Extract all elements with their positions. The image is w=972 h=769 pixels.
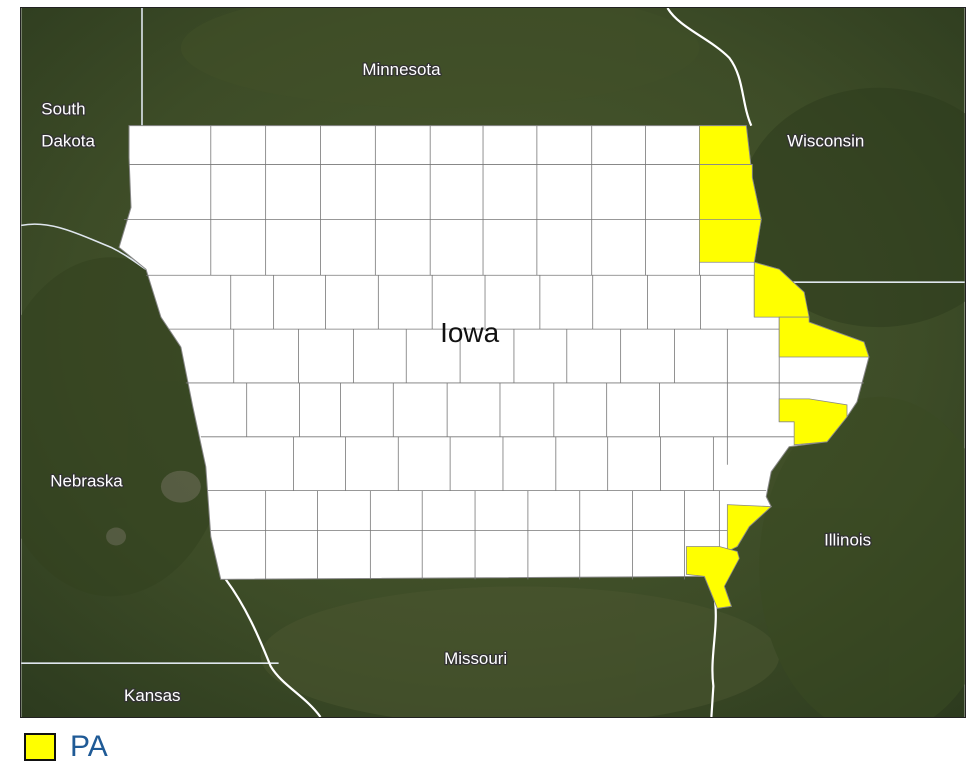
pa-counties — [686, 125, 870, 609]
pa-county — [778, 316, 870, 358]
pa-county — [726, 504, 773, 553]
label-illinois: Illinois — [824, 530, 871, 549]
legend-swatch — [24, 733, 56, 761]
label-kansas: Kansas — [124, 686, 181, 705]
pa-county — [699, 164, 762, 220]
pa-county — [778, 398, 848, 446]
pa-county — [686, 546, 740, 609]
label-south-dakota-line1: South — [41, 100, 85, 119]
satellite-map: Minnesota South Dakota Wisconsin Nebrask… — [20, 7, 966, 718]
legend-label: PA — [70, 730, 108, 763]
terrain-patches — [21, 8, 965, 717]
label-south-dakota-line2: Dakota — [41, 132, 95, 151]
label-iowa: Iowa — [440, 317, 499, 348]
label-missouri: Missouri — [444, 649, 507, 668]
pa-county — [699, 219, 762, 263]
iowa-counties — [118, 125, 870, 609]
label-wisconsin: Wisconsin — [787, 132, 864, 151]
rivers — [224, 8, 753, 717]
neighbor-labels: Minnesota South Dakota Wisconsin Nebrask… — [40, 59, 872, 707]
legend: PA — [24, 730, 108, 764]
label-nebraska: Nebraska — [50, 472, 123, 491]
label-minnesota: Minnesota — [362, 60, 441, 79]
